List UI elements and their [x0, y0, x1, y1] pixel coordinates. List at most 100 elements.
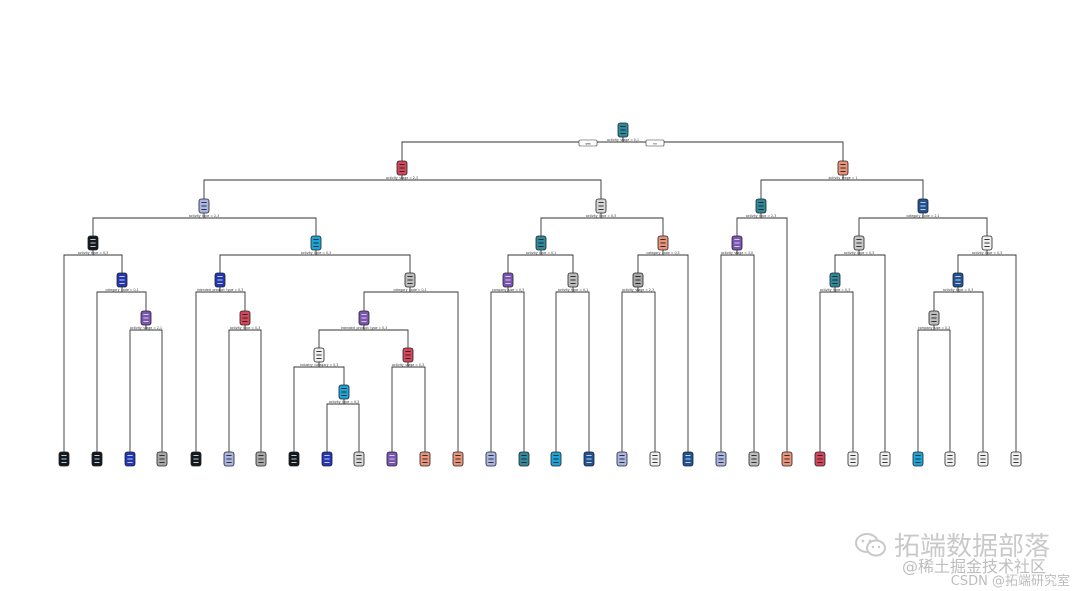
decision-node: [917, 198, 929, 214]
tree-edge: [957, 254, 987, 273]
leaf-node: [583, 451, 595, 467]
decision-node: [928, 310, 940, 326]
tree-nodes: [58, 122, 1022, 467]
split-label: category_code = 0,1: [393, 288, 426, 292]
split-label: industry_category = 0,3: [300, 363, 339, 367]
watermark-main-text: 拓端数据部落: [893, 532, 1050, 562]
leaf-node: [223, 451, 235, 467]
leaf-node: [550, 451, 562, 467]
split-label: activity_stage = 2,3: [386, 176, 418, 180]
tree-edge: [245, 329, 262, 452]
leaf-node: [781, 451, 793, 467]
tree-edge: [555, 291, 573, 452]
split-label: activity_type = 0,3: [301, 251, 331, 255]
split-label: activity_type = 0,3: [844, 251, 874, 255]
tree-edge: [720, 254, 737, 452]
tree-edge: [859, 254, 886, 452]
decision-node: [198, 198, 210, 214]
tree-edge: [508, 291, 525, 452]
decision-node: [338, 384, 350, 400]
tree-edge: [834, 254, 859, 273]
decision-node: [310, 235, 322, 251]
split-label: intended_product_type = 0,3: [341, 326, 387, 330]
tree-edge: [843, 179, 924, 199]
tree-edge: [933, 291, 958, 311]
decision-node: [358, 310, 370, 326]
leaf-node: [912, 451, 924, 467]
tree-edge: [958, 291, 984, 452]
leaf-node: [682, 451, 694, 467]
decision-node: [87, 235, 99, 251]
tree-edge: [92, 217, 204, 236]
leaf-node: [1010, 451, 1022, 467]
decision-node: [837, 160, 849, 176]
split-label: company_size = 0,3: [918, 326, 950, 330]
leaf-node: [518, 451, 530, 467]
leaf-node: [649, 451, 661, 467]
watermark-csdn: CSDN @拓端研究室: [950, 574, 1070, 589]
tree-edge: [987, 254, 1017, 452]
tree-edge: [819, 291, 835, 452]
split-label: activity_stage = 0,1: [607, 138, 639, 142]
tree-edge: [203, 179, 402, 199]
split-labels: activity_stage = 0,1 activity_stage = 2,3…: [78, 138, 1002, 404]
tree-edge: [541, 254, 574, 273]
tree-edge: [637, 254, 663, 273]
decision-node: [402, 347, 414, 363]
tree-edge: [344, 403, 360, 452]
split-label: category_code = 2,1: [906, 214, 939, 218]
decision-node: [829, 272, 841, 288]
tree-edge: [228, 329, 245, 452]
tree-edge: [401, 141, 623, 161]
tree-edge: [410, 291, 459, 452]
split-label: company_size = 0,3: [492, 288, 524, 292]
split-label: activity_type = 0,3: [586, 214, 616, 218]
tree-edge: [391, 366, 408, 452]
no-branch-tag: no: [645, 139, 665, 147]
yes-branch-tag: yes: [578, 139, 598, 147]
leaf-node: [814, 451, 826, 467]
tree-edge: [122, 291, 147, 311]
tree-edge: [195, 291, 220, 452]
yes-label: yes: [585, 141, 591, 145]
watermark-juejin: @稀土掘金技术社区: [901, 557, 1046, 576]
tree-edge: [737, 254, 755, 452]
tree-edge: [507, 254, 541, 273]
split-label: activity_stage = 1: [829, 176, 858, 180]
decision-node: [853, 235, 865, 251]
tree-edge: [601, 217, 664, 236]
leaf-node: [255, 451, 267, 467]
tree-edge: [917, 329, 934, 452]
leaf-node: [616, 451, 628, 467]
decision-node: [731, 235, 743, 251]
split-label: activity_type = 0,3: [972, 251, 1002, 255]
leaf-node: [977, 451, 989, 467]
tree-edge: [408, 366, 426, 452]
branch-tags: yes no: [578, 139, 665, 147]
no-label: no: [653, 141, 657, 145]
tree-edge: [835, 291, 854, 452]
decision-node: [214, 272, 226, 288]
leaf-node: [847, 451, 859, 467]
split-label: activity_type = 0,1: [558, 288, 588, 292]
tree-edge: [760, 179, 843, 199]
tree-edge: [934, 329, 951, 452]
leaf-node: [124, 451, 136, 467]
leaf-node: [485, 451, 497, 467]
leaf-node: [452, 451, 464, 467]
leaf-node: [879, 451, 891, 467]
watermark-main: 拓端数据部落: [854, 526, 1050, 563]
tree-edges: [63, 137, 1017, 452]
leaf-node: [386, 451, 398, 467]
split-label: category_code = 0,1: [105, 288, 138, 292]
decision-node: [313, 347, 325, 363]
tree-edge: [736, 217, 761, 236]
split-label: activity_type = 2,3: [189, 214, 219, 218]
tree-edge: [63, 254, 93, 452]
tree-edge: [146, 329, 163, 452]
split-label: activity_stage = 0,3: [392, 363, 424, 367]
leaf-node: [748, 451, 760, 467]
tree-edge: [319, 366, 345, 385]
leaf-node: [419, 451, 431, 467]
